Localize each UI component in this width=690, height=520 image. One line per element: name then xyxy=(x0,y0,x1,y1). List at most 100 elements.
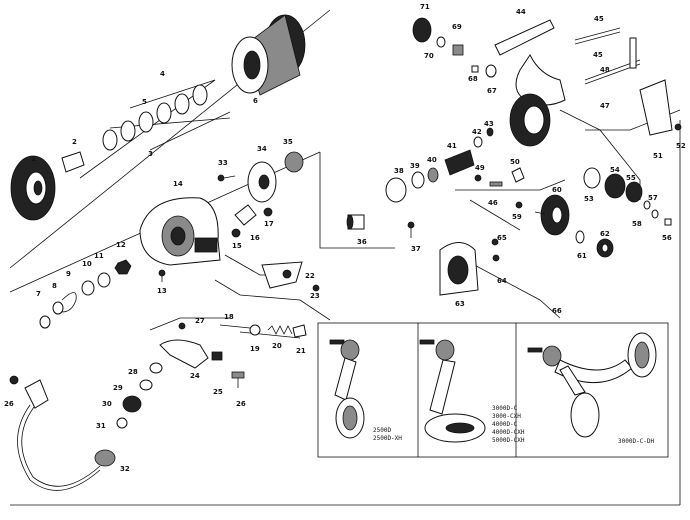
callout-21: 21 xyxy=(296,347,306,355)
callout-11: 11 xyxy=(94,252,104,260)
callout-42: 42 xyxy=(472,128,482,136)
callout-labels: 1 2 3 4 5 6 7 8 9 10 11 12 13 14 15 16 1… xyxy=(4,3,686,473)
callout-27: 27 xyxy=(195,317,205,325)
callout-9: 9 xyxy=(66,270,71,278)
callout-62: 62 xyxy=(600,230,610,238)
callout-53: 53 xyxy=(584,195,594,203)
variant-b-line-1: 3000D-C xyxy=(492,405,518,412)
handle-variant-a xyxy=(329,339,365,439)
part-body-plate xyxy=(439,242,479,296)
callout-30: 30 xyxy=(102,400,112,408)
part-bushing xyxy=(346,214,365,230)
variant-b-line-4: 4000D-CXH xyxy=(492,429,525,436)
callout-43: 43 xyxy=(484,120,494,128)
variant-c-line-1: 3000D-C-DH xyxy=(618,438,655,445)
variant-c-caption: 3000D-C-DH xyxy=(618,438,655,445)
callout-66: 66 xyxy=(552,307,562,315)
variant-b-caption: 3000D-C 3000-CXH 4000D-C 4000D-CXH 5000D… xyxy=(492,405,525,444)
part-screw-37 xyxy=(407,221,415,238)
callout-18: 18 xyxy=(224,313,234,321)
variant-a-line-2: 2500D-XH xyxy=(373,435,402,442)
callout-25: 25 xyxy=(213,388,223,396)
callout-50: 50 xyxy=(510,158,520,166)
parts xyxy=(9,14,682,491)
callout-48: 48 xyxy=(600,66,610,74)
part-drag-washers xyxy=(102,84,208,151)
callout-10: 10 xyxy=(82,260,92,268)
part-body-frame xyxy=(494,19,641,147)
callout-20: 20 xyxy=(272,342,282,350)
callout-1: 1 xyxy=(31,155,36,163)
callout-33: 33 xyxy=(218,159,228,167)
part-bail-wire xyxy=(9,375,116,491)
part-pinion-assembly xyxy=(385,127,494,203)
callout-38: 38 xyxy=(394,167,404,175)
part-spool xyxy=(231,14,306,96)
callout-14: 14 xyxy=(173,180,183,188)
callout-12: 12 xyxy=(116,241,126,249)
part-rotor xyxy=(139,197,221,266)
variant-b-line-5: 5000D-CXH xyxy=(492,437,525,444)
part-collar xyxy=(284,151,304,173)
part-pinion-plate xyxy=(247,161,277,203)
callout-24: 24 xyxy=(190,372,200,380)
part-screw-33 xyxy=(217,174,236,182)
callout-26: 26 xyxy=(236,400,246,408)
callout-65: 65 xyxy=(497,234,507,242)
callout-57: 57 xyxy=(648,194,658,202)
callout-19: 19 xyxy=(250,345,260,353)
variant-b-line-3: 4000D-C xyxy=(492,421,518,428)
callout-44: 44 xyxy=(516,8,526,16)
part-handle-knob-set xyxy=(412,17,497,78)
part-screw-26 xyxy=(211,351,245,388)
part-line-roller xyxy=(116,362,163,429)
callout-49: 49 xyxy=(475,164,485,172)
handle-variants-box: 2500D 2500D-XH 3000D-C 3000-CXH 4000D-C … xyxy=(317,322,669,458)
part-screw-59 xyxy=(515,201,523,209)
part-side-cover xyxy=(639,79,682,136)
part-main-gear xyxy=(534,194,570,236)
variant-a-caption: 2500D 2500D-XH xyxy=(373,427,402,442)
callout-7: 7 xyxy=(36,290,41,298)
callout-26-left: 26 xyxy=(4,400,14,408)
callout-52: 52 xyxy=(676,142,686,150)
part-bearing xyxy=(575,230,614,258)
part-screw-64 xyxy=(491,238,500,262)
part-bail-trip xyxy=(231,204,273,238)
callout-60: 60 xyxy=(552,186,562,194)
callout-40: 40 xyxy=(427,156,437,164)
callout-69: 69 xyxy=(452,23,462,31)
part-bail-arm xyxy=(159,322,209,369)
callout-5: 5 xyxy=(142,98,147,106)
callout-16: 16 xyxy=(250,234,260,242)
callout-34: 34 xyxy=(257,145,267,153)
callout-32: 32 xyxy=(120,465,130,473)
part-pawl xyxy=(474,167,525,187)
callout-39: 39 xyxy=(410,162,420,170)
callout-36: 36 xyxy=(357,238,367,246)
handle-variant-c xyxy=(527,332,657,438)
callout-68: 68 xyxy=(468,75,478,83)
callout-3: 3 xyxy=(148,150,153,158)
callout-4: 4 xyxy=(160,70,165,78)
variant-a-line-1: 2500D xyxy=(373,427,391,434)
callout-23: 23 xyxy=(310,292,320,300)
callout-71: 71 xyxy=(420,3,430,11)
callout-51: 51 xyxy=(653,152,663,160)
callout-56: 56 xyxy=(662,234,672,242)
callout-45-lower: 45 xyxy=(593,51,603,59)
handle-variant-b xyxy=(419,339,486,443)
callout-8: 8 xyxy=(52,282,57,290)
callout-54: 54 xyxy=(610,166,620,174)
callout-37: 37 xyxy=(411,245,421,253)
part-oscillation-gears xyxy=(583,167,672,226)
callout-61: 61 xyxy=(577,252,587,260)
callout-47: 47 xyxy=(600,102,610,110)
callout-70: 70 xyxy=(424,52,434,60)
part-small-rotor-parts xyxy=(39,259,132,329)
callout-35: 35 xyxy=(283,138,293,146)
part-screw-13 xyxy=(158,269,166,282)
callout-59: 59 xyxy=(512,213,522,221)
